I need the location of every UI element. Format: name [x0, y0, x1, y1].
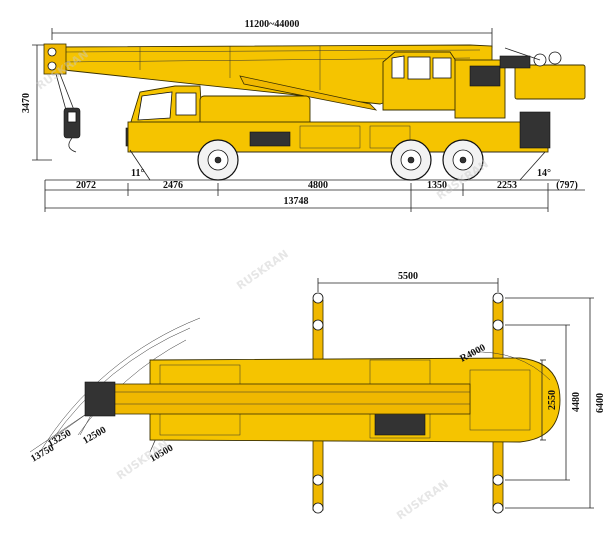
- segment-label: (797): [556, 180, 578, 191]
- segment-label: 2476: [163, 180, 183, 191]
- outrigger-pads: [312, 292, 504, 514]
- outrigger-pad: [492, 292, 504, 304]
- width-label: 4480: [571, 392, 582, 412]
- boom-length-dimension: 11200~44000: [51, 19, 493, 48]
- width-label: 2550: [547, 390, 558, 410]
- outrigger-span-dimension: 5500: [317, 271, 499, 292]
- height-label: 3470: [21, 93, 32, 113]
- rear-wheel-1: [390, 139, 432, 181]
- watermark-text: RUSKRAN: [394, 477, 451, 522]
- watermark-text: RUSKRAN: [114, 437, 171, 482]
- outrigger-pad: [492, 502, 504, 514]
- front-wheel: [197, 139, 239, 181]
- outrigger-pad: [312, 319, 324, 331]
- segment-label: 2072: [76, 180, 96, 191]
- width-label: 6400: [595, 393, 606, 413]
- segment-dimensions: 2072 2476 4800 1350 2253 (797) 13748: [44, 180, 585, 212]
- side-view: 11200~44000 3470: [21, 19, 586, 212]
- segment-label: 1350: [427, 180, 447, 191]
- radius-label: 12500: [81, 425, 108, 447]
- boom-top-view: [84, 381, 471, 417]
- hook-block: [63, 107, 81, 153]
- total-length-label: 13748: [284, 196, 309, 207]
- departure-angle-label: 14°: [537, 168, 551, 179]
- watermark-text: RUSKRAN: [234, 247, 291, 292]
- approach-angle-label: 11°: [131, 168, 144, 179]
- outrigger-pad: [312, 474, 324, 486]
- superstructure: [454, 47, 586, 119]
- outrigger-pad: [312, 292, 324, 304]
- outrigger-span-label: 5500: [398, 271, 418, 282]
- segment-label: 4800: [308, 180, 328, 191]
- radius-label: 13250: [46, 428, 73, 450]
- outrigger-pad: [492, 474, 504, 486]
- width-dimensions: 2550 4480 6400: [505, 297, 606, 509]
- operator-cab: [382, 51, 459, 111]
- top-view: 5500 13750 13250 12500 10500: [29, 271, 606, 514]
- outrigger-pad: [312, 502, 324, 514]
- segment-label: 2253: [497, 180, 517, 191]
- outrigger-pad: [492, 319, 504, 331]
- boom-length-label: 11200~44000: [245, 19, 300, 30]
